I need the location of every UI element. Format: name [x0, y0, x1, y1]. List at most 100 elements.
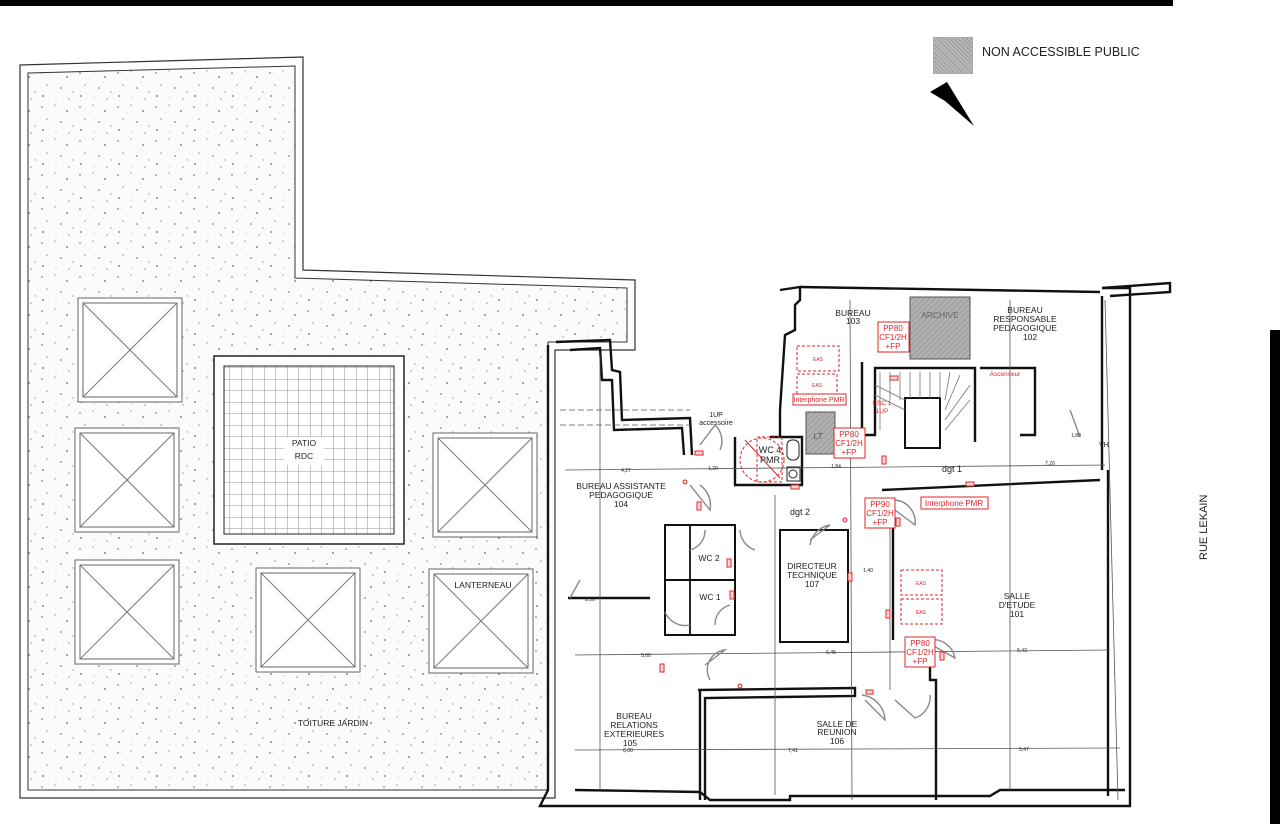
archive-label: ARCHIVE [921, 310, 959, 320]
esc-label: ESC 1 [873, 400, 892, 407]
svg-text:106: 106 [830, 736, 844, 746]
skylight [77, 297, 183, 403]
lanterneau-label: LANTERNEAU [454, 580, 511, 590]
patio-label: PATIO [292, 438, 317, 448]
svg-text:Interphone PMR: Interphone PMR [794, 397, 845, 404]
roof-label: TOITURE JARDIN [298, 718, 368, 728]
svg-text:BUREAU: BUREAU [1007, 305, 1042, 315]
svg-text:PP80: PP80 [839, 430, 859, 439]
svg-text:+FP: +FP [873, 518, 888, 527]
patio: PATIO RDC [213, 355, 405, 545]
structural-grid-lines [560, 299, 1121, 801]
street-name: RUE LEKAIN [1198, 494, 1210, 560]
north-arrow-icon [930, 82, 974, 126]
skylight-lanterneau: LANTERNEAU [428, 568, 534, 674]
svg-text:EAS: EAS [813, 357, 824, 363]
room-107: DIRECTEUR TECHNIQUE 107 [787, 561, 837, 589]
svg-text:BUREAU: BUREAU [616, 711, 651, 721]
svg-text:105: 105 [623, 738, 637, 748]
eas-zone: EAS [796, 373, 838, 395]
svg-text:+FP: +FP [913, 657, 928, 666]
archive-room [909, 296, 971, 360]
svg-text:102: 102 [1023, 332, 1037, 342]
svg-text:104: 104 [614, 499, 628, 509]
wc1-label: WC 1 [699, 592, 721, 602]
esc-1up-label: 1UP [876, 408, 889, 415]
svg-text:107: 107 [805, 579, 819, 589]
svg-text:BUREAU: BUREAU [835, 308, 870, 318]
svg-text:103: 103 [846, 316, 860, 326]
wc-fixtures [786, 439, 801, 482]
svg-text:1,84: 1,84 [831, 464, 841, 470]
interphone-label: Interphone PMR [792, 393, 847, 406]
room-106: SALLE DE REUNION 106 [817, 719, 858, 746]
fire-door-label: PP90 CF1/2H +FP [864, 497, 896, 529]
svg-text:TECHNIQUE: TECHNIQUE [787, 570, 837, 580]
vh-label: VH [1099, 442, 1109, 449]
svg-text:BUREAU ASSISTANTE: BUREAU ASSISTANTE [576, 481, 666, 491]
svg-text:7,41: 7,41 [788, 748, 798, 754]
svg-text:1,80: 1,80 [1071, 433, 1081, 439]
skylight [432, 432, 538, 538]
svg-text:101: 101 [1010, 609, 1024, 619]
dimension-labels: 4,27 1,20 1,84 7,20 5,00 6,45 5,43 6,00 … [585, 433, 1081, 754]
uup-label: 1UP [709, 412, 723, 419]
eas-zone: EAS [900, 598, 943, 625]
fire-door-label: PP80 CF1/2H +FP [877, 321, 910, 353]
dgt1-label: dgt 1 [942, 464, 962, 474]
non-accessible-swatch [933, 37, 973, 74]
svg-text:5,00: 5,00 [641, 653, 651, 659]
lt-label: LT [813, 431, 822, 441]
svg-text:1,20: 1,20 [708, 466, 718, 472]
svg-text:EAS: EAS [916, 610, 927, 616]
top-border [0, 0, 1173, 6]
svg-text:6,00: 6,00 [623, 748, 633, 754]
patio-level-label: RDC [295, 451, 313, 461]
svg-text:CF1/2H: CF1/2H [879, 333, 907, 342]
wc2-label: WC 2 [698, 553, 720, 563]
room-104: BUREAU ASSISTANTE PEDAGOGIQUE 104 [576, 481, 666, 509]
skylight [74, 427, 180, 533]
svg-text:EAS: EAS [812, 383, 823, 389]
svg-text:5,47: 5,47 [1019, 747, 1029, 753]
svg-text:7,20: 7,20 [1045, 461, 1055, 467]
fire-door-label: PP80 CF1/2H +FP [833, 427, 866, 459]
svg-text:4,27: 4,27 [621, 468, 631, 474]
building-walls [538, 281, 1172, 808]
wc4-label: WC 4 [759, 445, 782, 455]
room-102: BUREAU RESPONSABLE PEDAGOGIQUE 102 [993, 305, 1057, 342]
elevator-label: Ascenseur [990, 371, 1022, 378]
svg-text:1,40: 1,40 [863, 568, 873, 574]
svg-text:6,45: 6,45 [826, 650, 836, 656]
pmr-turning-circle [739, 436, 785, 483]
svg-text:RESPONSABLE: RESPONSABLE [993, 314, 1057, 324]
uup-accessoire-label: accessoire [699, 420, 733, 427]
svg-text:Interphone PMR: Interphone PMR [925, 499, 983, 508]
svg-text:+FP: +FP [886, 342, 901, 351]
svg-text:PP90: PP90 [870, 500, 890, 509]
room-105: BUREAU RELATIONS EXTERIEURES 105 [604, 711, 664, 748]
lt-room [805, 411, 836, 455]
svg-text:CF1/2H: CF1/2H [906, 648, 934, 657]
staircase [874, 371, 971, 431]
dgt2-label: dgt 2 [790, 507, 810, 517]
svg-text:D'ETUDE: D'ETUDE [999, 600, 1036, 610]
svg-text:RELATIONS: RELATIONS [610, 720, 658, 730]
legend-label: NON ACCESSIBLE PUBLIC [982, 45, 1140, 59]
svg-text:+FP: +FP [842, 448, 857, 457]
room-103: BUREAU 103 [835, 308, 870, 326]
svg-text:PP80: PP80 [883, 324, 903, 333]
interphone-label: Interphone PMR [920, 496, 989, 510]
room-101: SALLE D'ETUDE 101 [999, 591, 1036, 619]
svg-text:SALLE: SALLE [1004, 591, 1031, 601]
svg-text:EAS: EAS [916, 581, 927, 587]
wc4-pmr-label: PMR [760, 455, 781, 465]
svg-text:CF1/2H: CF1/2H [835, 439, 863, 448]
safety-markers [659, 375, 975, 695]
svg-text:PP80: PP80 [910, 639, 930, 648]
skylight [255, 567, 361, 673]
fire-door-label: PP80 CF1/2H +FP [904, 636, 936, 668]
svg-text:CF1/2H: CF1/2H [866, 509, 894, 518]
svg-text:PEDAGOGIQUE: PEDAGOGIQUE [993, 323, 1057, 333]
right-border [1270, 330, 1280, 824]
